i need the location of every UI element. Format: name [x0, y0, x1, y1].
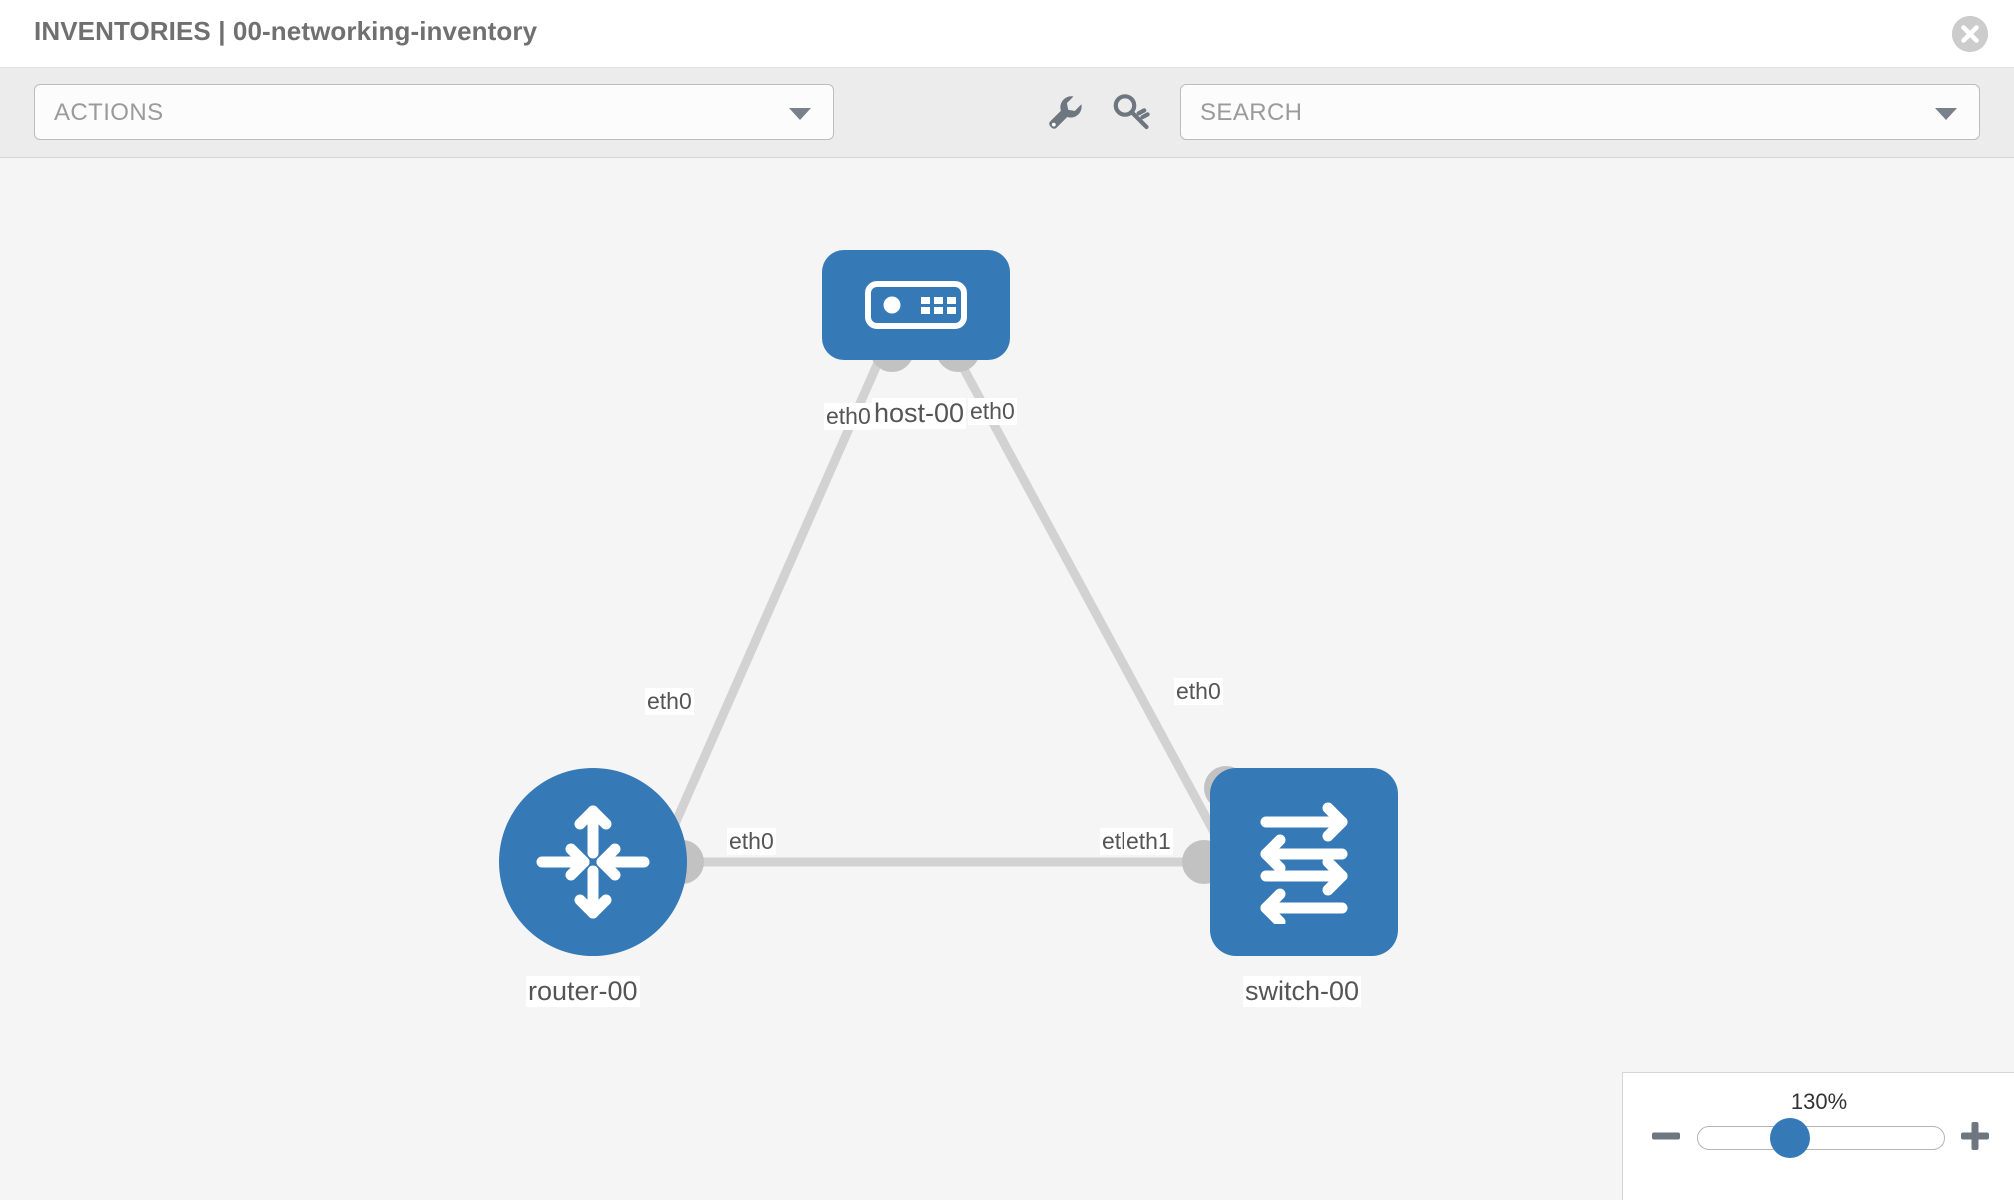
topology-edges — [655, 355, 1232, 867]
toolbar: ACTIONS SEARCH — [0, 68, 2014, 158]
topology-node-host-00[interactable] — [822, 250, 1010, 360]
zoom-slider-thumb[interactable] — [1770, 1118, 1810, 1158]
search-placeholder: SEARCH — [1200, 99, 1303, 126]
topology-node-switch-00[interactable] — [1210, 768, 1398, 956]
close-icon[interactable] — [1952, 16, 1988, 52]
page-title: INVENTORIES | 00-networking-inventory — [34, 16, 538, 46]
node-shape-host — [822, 250, 1010, 360]
chevron-down-icon — [789, 108, 811, 120]
topology-canvas[interactable]: host-00 — [0, 158, 2014, 1200]
zoom-level-value: 130% — [1790, 1089, 1848, 1114]
zoom-out-button[interactable] — [1649, 1119, 1683, 1153]
node-shape-switch — [1210, 768, 1398, 956]
chevron-down-icon — [1935, 108, 1957, 120]
wrench-icon[interactable] — [1042, 90, 1086, 134]
actions-dropdown[interactable]: ACTIONS — [34, 84, 834, 140]
search-input[interactable]: SEARCH — [1180, 84, 1980, 140]
zoom-in-button[interactable] — [1958, 1119, 1992, 1153]
actions-dropdown-label: ACTIONS — [54, 99, 164, 126]
key-icon[interactable] — [1110, 90, 1154, 134]
zoom-slider-track[interactable] — [1697, 1126, 1945, 1150]
topology-node-router-00[interactable] — [499, 768, 687, 956]
zoom-control-panel: 130% — [1622, 1072, 2014, 1200]
page-header: INVENTORIES | 00-networking-inventory — [0, 0, 2014, 68]
node-shape-router — [499, 768, 687, 956]
